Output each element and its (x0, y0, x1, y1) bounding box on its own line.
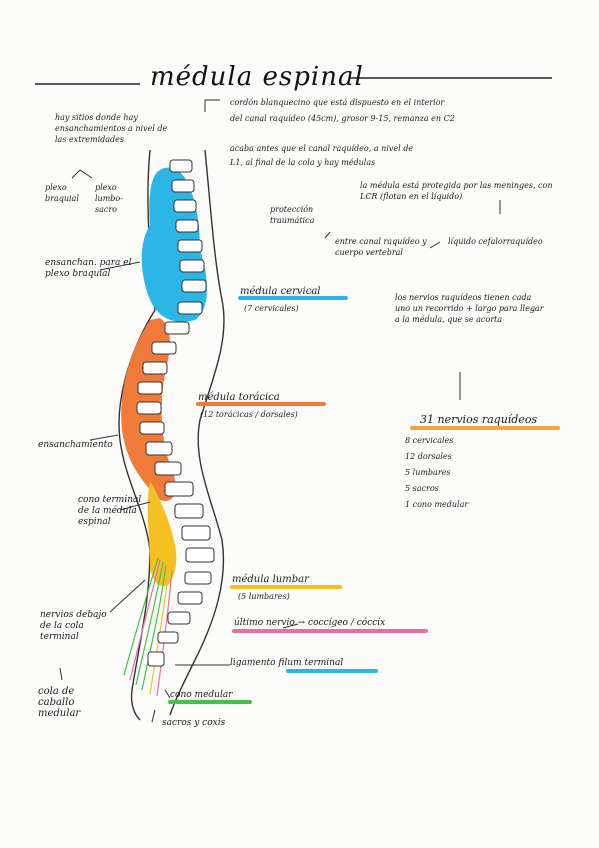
medula-toracica-label: médula torácica (198, 392, 280, 403)
plexo-lumbosacro-label: plexo lumbo-sacro (95, 183, 123, 214)
toracica-highlight (196, 402, 326, 406)
filum-terminal-label: ligamento filum terminal (230, 658, 344, 668)
ensanchamiento-braquial-label: ensanchan. para el plexo braquial (45, 258, 132, 279)
ultimo-nervio-label: último nervio → coccígeo / cóccix (234, 618, 386, 628)
ultimo-highlight (232, 629, 428, 633)
nervios-item: 5 sacros (405, 484, 439, 493)
liquido-label: líquido cefalorraquídeo (448, 237, 543, 246)
intro-line-1: cordón blanquecino que está dispuesto en… (230, 98, 445, 107)
intro-line-3: acaba antes que el canal raquídeo, a niv… (230, 144, 414, 153)
medula-lumbar-label: médula lumbar (232, 574, 309, 585)
canal-outline-right (169, 149, 225, 716)
proteccion-label: protección traumática (270, 205, 315, 225)
cola-caballo-label: cola de caballo medular (38, 686, 81, 719)
entre-label: entre canal raquídeo y cuerpo vertebral (335, 237, 427, 257)
toracica-sub: (12 torácicas / dorsales) (200, 410, 298, 419)
page-title: médula espinal (150, 62, 364, 92)
nervios-item: 8 cervicales (405, 436, 454, 445)
nervios-item: 1 cono medular (405, 500, 469, 509)
vertebrae (136, 159, 215, 667)
sacros-coxis-label: sacros y coxis (162, 718, 226, 728)
engrosamiento-note: hay sitios donde hay ensanchamientos a n… (55, 113, 168, 144)
intro-line-4: L1, al final de la cola y hay médulas (230, 158, 376, 167)
nervios-item: 5 lumbares (405, 468, 451, 477)
ensanchamiento-label: ensanchamiento (38, 440, 113, 450)
lumbar-highlight (230, 585, 342, 589)
nervios-highlight (410, 426, 560, 430)
filum-highlight (286, 669, 378, 673)
pointer-lines (59, 99, 501, 723)
plexo-braquial-label: plexo braquial (45, 183, 79, 203)
meninges-note: la médula está protegida por las meninge… (360, 181, 553, 201)
nervios-raquideos-title: 31 nervios raquídeos (420, 413, 538, 426)
cono-terminal-label: cono terminal de la médula espinal (78, 495, 142, 527)
lumbar-sub: (5 lumbares) (238, 592, 290, 601)
cono-medular-label: cono medular (170, 690, 233, 700)
cervical-sub: (7 cervicales) (244, 304, 299, 313)
nervios-debajo-label: nervios debajo de la cola terminal (40, 610, 107, 642)
lumbar-region (147, 480, 177, 587)
nervios-item: 12 dorsales (405, 452, 452, 461)
medula-cervical-label: médula cervical (240, 286, 321, 297)
nervios-recorrido-note: los nervios raquídeos tienen cada uno un… (395, 293, 544, 324)
cervical-highlight (238, 296, 348, 300)
intro-line-2: del canal raquídeo (45cm), grosor 9-15, … (230, 114, 455, 123)
cono-highlight (168, 700, 252, 704)
